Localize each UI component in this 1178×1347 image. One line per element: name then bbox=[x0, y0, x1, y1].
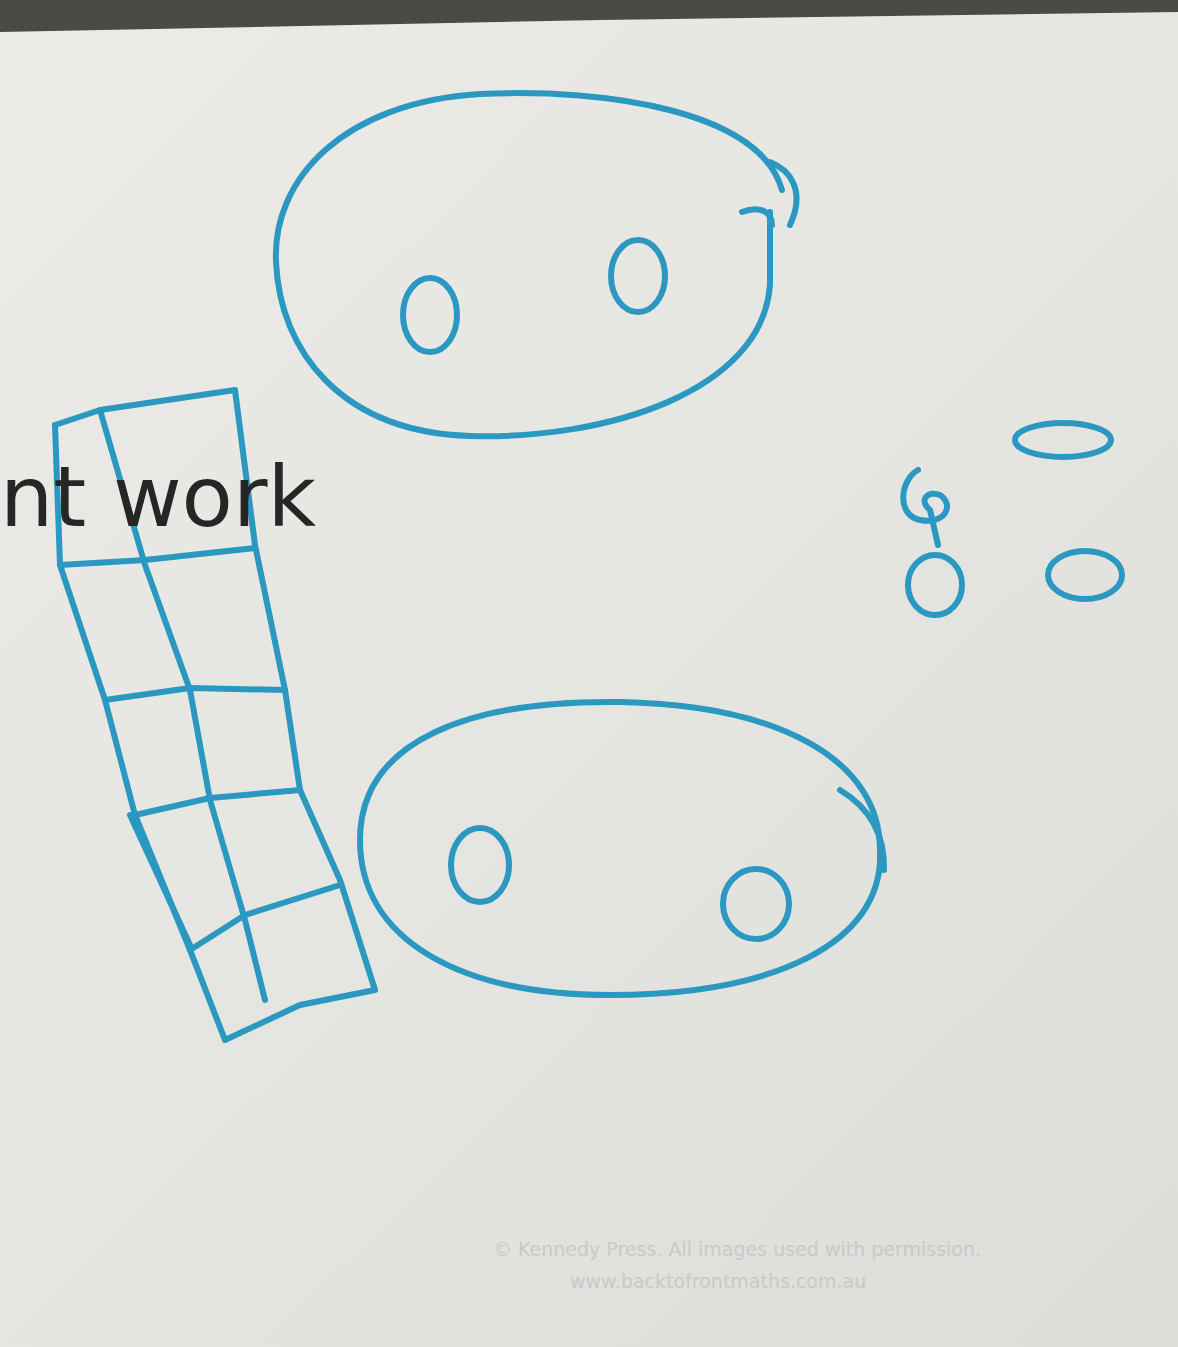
ten-bar-row bbox=[60, 548, 255, 565]
counter-circle bbox=[908, 555, 962, 615]
counter-circle bbox=[903, 470, 947, 545]
ten-bar-row bbox=[190, 885, 340, 950]
group-oval bbox=[360, 702, 880, 995]
counter-circle bbox=[451, 828, 509, 902]
counter-circle bbox=[403, 278, 457, 352]
copyright-note: © Kennedy Press. All images used with pe… bbox=[493, 1238, 981, 1260]
ten-bar-edge bbox=[130, 815, 190, 945]
counter-circle bbox=[1048, 551, 1122, 599]
oval-overstroke bbox=[840, 790, 884, 870]
group-oval bbox=[276, 93, 782, 436]
counter-circle bbox=[723, 869, 789, 939]
oval-hook bbox=[742, 162, 797, 225]
slide-title: nt work bbox=[0, 448, 316, 546]
carpet-strip bbox=[0, 0, 1178, 32]
ten-bar-row bbox=[105, 688, 285, 700]
ten-bar-row bbox=[225, 990, 375, 1040]
counter-circle bbox=[1015, 423, 1111, 457]
counter-circle bbox=[611, 240, 665, 312]
ten-bar-row bbox=[55, 390, 235, 425]
copyright-note: www.backtofrontmaths.com.au bbox=[570, 1270, 866, 1292]
ten-bar-row bbox=[135, 790, 300, 815]
